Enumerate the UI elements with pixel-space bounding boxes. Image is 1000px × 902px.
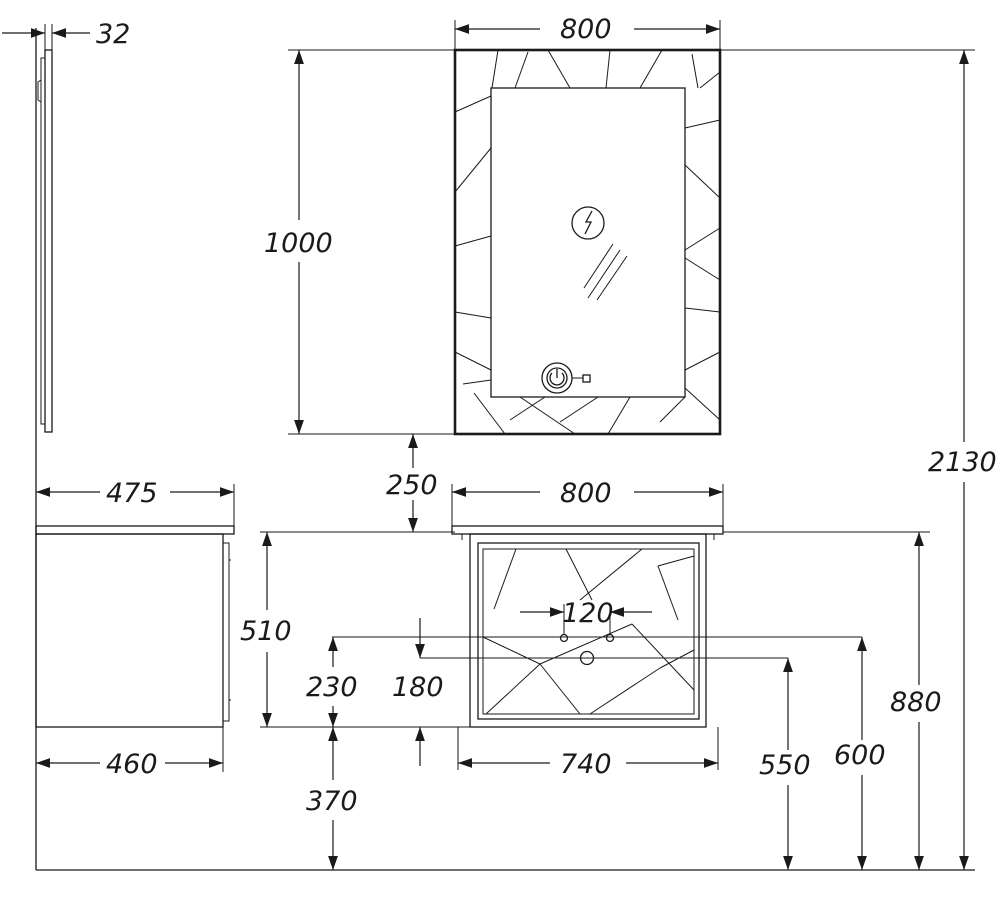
dim-drain-from-floor: 550 — [759, 658, 811, 870]
cabinet-front-view — [451, 525, 724, 728]
label-countertop-width: 800 — [560, 478, 612, 509]
dim-countertop-depth: 475 — [36, 478, 235, 526]
dim-total-height: 2130 — [720, 49, 997, 870]
drain-holes — [559, 633, 615, 666]
dim-inlet-from-floor: 600 — [834, 637, 886, 870]
label-cabinet-height: 510 — [240, 616, 292, 647]
dim-cabinet-depth: 460 — [36, 727, 224, 780]
label-cabinet-bottom: 370 — [306, 786, 358, 817]
label-inlet-from-floor: 600 — [834, 740, 886, 771]
reflection-lines — [583, 243, 628, 301]
dim-cabinet-height: 510 — [240, 531, 470, 728]
label-countertop-height: 880 — [890, 687, 942, 718]
label-cabinet-body-width: 740 — [560, 749, 612, 780]
dim-countertop-width: 800 — [451, 478, 724, 526]
label-mirror-depth: 32 — [96, 19, 130, 50]
dim-inlet-height-from-top: 230 — [306, 637, 358, 727]
dim-mirror-depth: 32 — [2, 19, 130, 50]
mirror-frame-pattern — [454, 49, 721, 435]
label-drain-spacing: 120 — [562, 598, 614, 629]
cabinet-side-view — [35, 525, 235, 728]
dim-drain-spacing: 120 — [520, 598, 652, 634]
label-mirror-width: 800 — [560, 14, 612, 45]
dim-mirror-height: 1000 — [264, 49, 455, 435]
label-drain-from-floor: 550 — [759, 750, 811, 781]
power-button-icon[interactable] — [541, 362, 591, 394]
lightning-icon — [571, 206, 605, 240]
mirror-front-view — [453, 48, 722, 436]
label-gap: 250 — [386, 470, 438, 501]
label-countertop-depth: 475 — [106, 478, 158, 509]
cabinet-door-pattern — [482, 548, 695, 715]
label-inlet-from-top: 230 — [306, 672, 358, 703]
dim-gap-mirror-cabinet: 250 — [386, 433, 455, 533]
label-cabinet-depth: 460 — [106, 749, 158, 780]
label-total-height: 2130 — [928, 447, 997, 478]
dim-inlet-from-top: 180 — [392, 618, 444, 766]
dim-countertop-height: 880 — [723, 531, 942, 870]
label-drain-from-top: 180 — [392, 672, 444, 703]
dim-cabinet-bottom-height: 370 — [306, 727, 358, 870]
mirror-side-view — [37, 49, 53, 433]
dim-mirror-width: 800 — [454, 14, 721, 50]
dim-cabinet-body-width: 740 — [457, 727, 719, 780]
label-mirror-height: 1000 — [264, 228, 333, 259]
